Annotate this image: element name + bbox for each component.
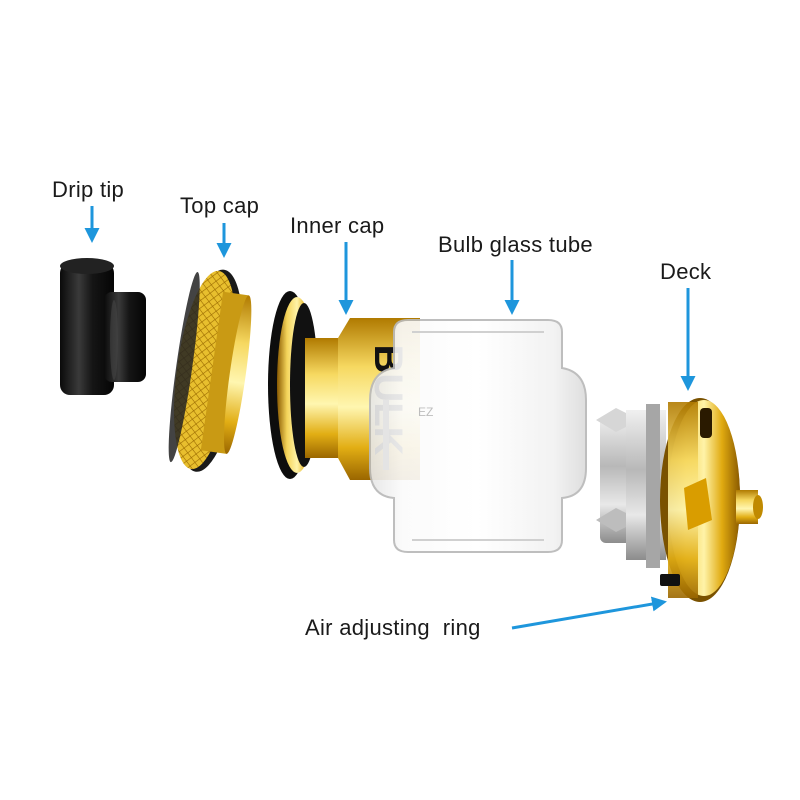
label-air-adjusting-ring: Air adjusting ring xyxy=(305,615,481,640)
callout-arrows xyxy=(84,206,696,630)
arrow-air-adjusting-ring xyxy=(511,596,667,630)
glass-mark: EZ xyxy=(418,405,433,419)
label-top-cap: Top cap xyxy=(180,193,260,218)
label-drip-tip: Drip tip xyxy=(52,177,125,202)
drip-tip xyxy=(60,258,146,395)
bulb-glass-tube: EZ xyxy=(369,319,587,553)
top-cap xyxy=(168,269,252,472)
label-bulb-glass-tube: Bulb glass tube xyxy=(438,232,593,257)
deck xyxy=(596,398,763,602)
label-deck: Deck xyxy=(660,259,712,284)
label-inner-cap: Inner cap xyxy=(290,213,385,238)
